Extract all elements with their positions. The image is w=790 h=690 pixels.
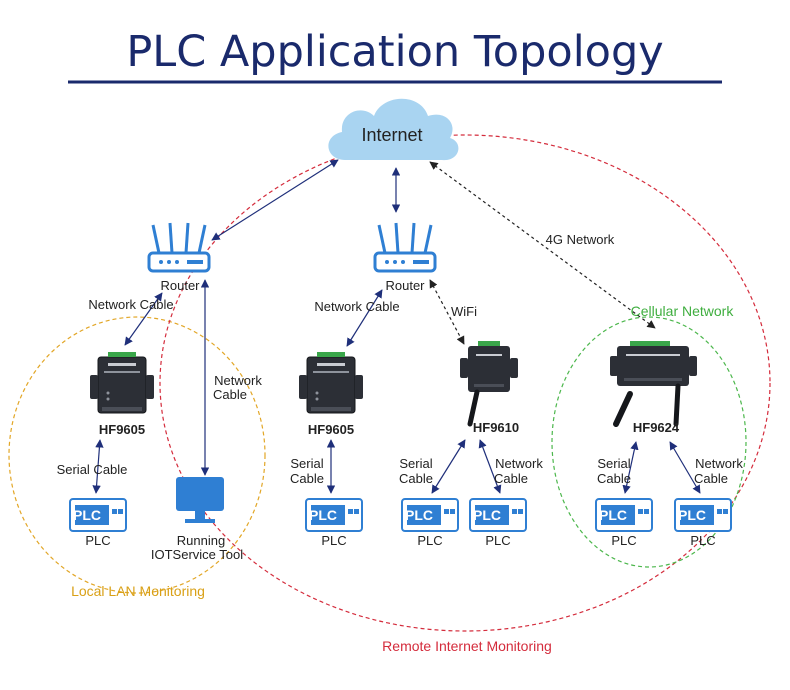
computer-label-line2: IOTService Tool	[151, 547, 243, 562]
network-cable-label-line2: Cable	[213, 387, 247, 402]
link-router2-hf9605	[346, 289, 383, 347]
local-lan-label: Local LAN Monitoring	[71, 583, 205, 599]
plc-badge: PLC	[599, 507, 627, 523]
network-cable-label-line2: Cable	[694, 471, 728, 486]
plc-label: PLC	[417, 533, 442, 548]
4g-network-label: 4G Network	[546, 232, 615, 247]
device-model-3: HF9610	[473, 420, 519, 435]
plc-badge: PLC	[678, 507, 706, 523]
hf9610-device-icon	[460, 341, 518, 427]
hf9605-device-icon	[89, 351, 155, 414]
serial-cable-label-line1: Serial	[290, 456, 323, 471]
links	[92, 159, 701, 494]
link-internet-4g	[429, 161, 656, 329]
network-cable-label: Network Cable	[88, 297, 173, 312]
serial-cable-label-line2: Cable	[399, 471, 433, 486]
plc-badge: PLC	[73, 507, 101, 523]
serial-cable-label-line2: Cable	[290, 471, 324, 486]
plc-badge: PLC	[405, 507, 433, 523]
hf9605-device-icon	[298, 351, 364, 414]
serial-cable-label-line2: Cable	[597, 471, 631, 486]
cellular-network-label: Cellular Network	[631, 303, 735, 319]
link-network-4	[669, 441, 701, 494]
link-serial-4	[622, 441, 639, 494]
computer-monitor-icon	[176, 477, 224, 523]
link-network-3	[478, 439, 502, 494]
plc-badge: PLC	[309, 507, 337, 523]
plc-label: PLC	[85, 533, 110, 548]
network-cable-label-line1: Network	[495, 456, 543, 471]
remote-internet-region	[159, 134, 771, 632]
plc-label: PLC	[611, 533, 636, 548]
plc-badge: PLC	[473, 507, 501, 523]
serial-cable-label: Serial Cable	[57, 462, 128, 477]
network-cable-label-line2: Cable	[494, 471, 528, 486]
plc-label: PLC	[690, 533, 715, 548]
router-label-2: Router	[385, 278, 425, 293]
link-internet-router1	[211, 159, 339, 241]
link-serial-1	[92, 439, 104, 494]
serial-cable-label-line1: Serial	[597, 456, 630, 471]
remote-internet-label: Remote Internet Monitoring	[382, 638, 552, 654]
serial-cable-label-line1: Serial	[399, 456, 432, 471]
link-router1-hf9605	[124, 292, 163, 346]
network-cable-label-line1: Network	[695, 456, 743, 471]
plc-label: PLC	[485, 533, 510, 548]
cellular-network-region	[551, 316, 747, 568]
device-model-1: HF9605	[99, 422, 145, 437]
link-serial-3	[431, 439, 466, 494]
internet-label: Internet	[361, 125, 422, 145]
page-title: PLC Application Topology	[126, 27, 663, 77]
router-label-1: Router	[160, 278, 200, 293]
network-cable-label-line1: Network	[214, 373, 262, 388]
device-model-2: HF9605	[308, 422, 354, 437]
network-cable-label: Network Cable	[314, 299, 399, 314]
computer-label-line1: Running	[177, 533, 225, 548]
hf9624-device-icon	[610, 341, 697, 427]
wifi-label: WiFi	[451, 304, 477, 319]
router-icon	[373, 221, 437, 273]
internet-cloud-icon	[328, 98, 459, 161]
device-model-4: HF9624	[633, 420, 680, 435]
router-icon	[147, 221, 211, 273]
plc-label: PLC	[321, 533, 346, 548]
link-wifi	[429, 279, 465, 345]
